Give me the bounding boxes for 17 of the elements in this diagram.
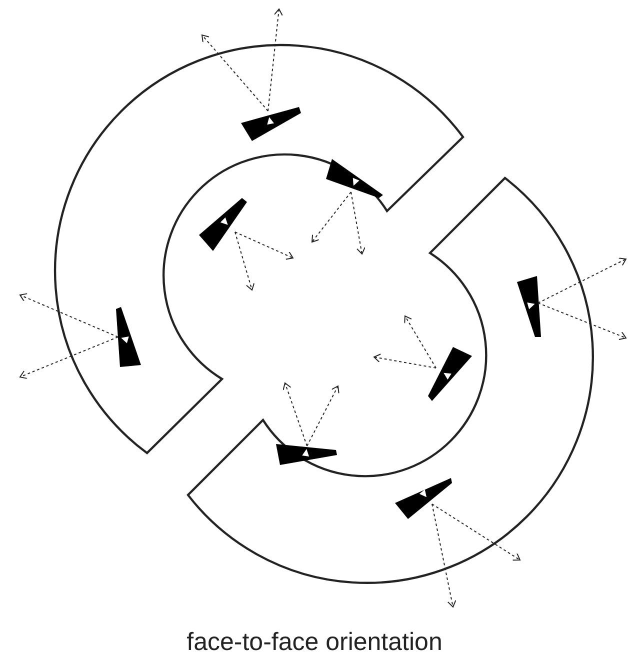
dotted-arrow bbox=[202, 34, 268, 112]
dotted-arrow bbox=[432, 504, 456, 608]
dotted-arrow bbox=[538, 258, 626, 304]
dotted-arrow bbox=[282, 382, 308, 446]
dotted-arrow bbox=[268, 8, 283, 112]
dotted-arrow bbox=[312, 192, 352, 242]
dotted-arrow bbox=[234, 232, 255, 290]
dotted-arrow bbox=[20, 336, 118, 379]
dotted-arrow bbox=[350, 192, 366, 254]
caption: face-to-face orientation bbox=[186, 628, 444, 657]
dotted-arrow bbox=[20, 293, 118, 338]
dotted-arrow bbox=[538, 302, 626, 340]
dotted-arrow bbox=[234, 232, 294, 260]
dotted-arrow bbox=[306, 386, 340, 446]
dotted-arrow bbox=[374, 354, 436, 368]
dotted-arrow bbox=[404, 316, 436, 368]
dotted-arrow bbox=[432, 504, 520, 561]
